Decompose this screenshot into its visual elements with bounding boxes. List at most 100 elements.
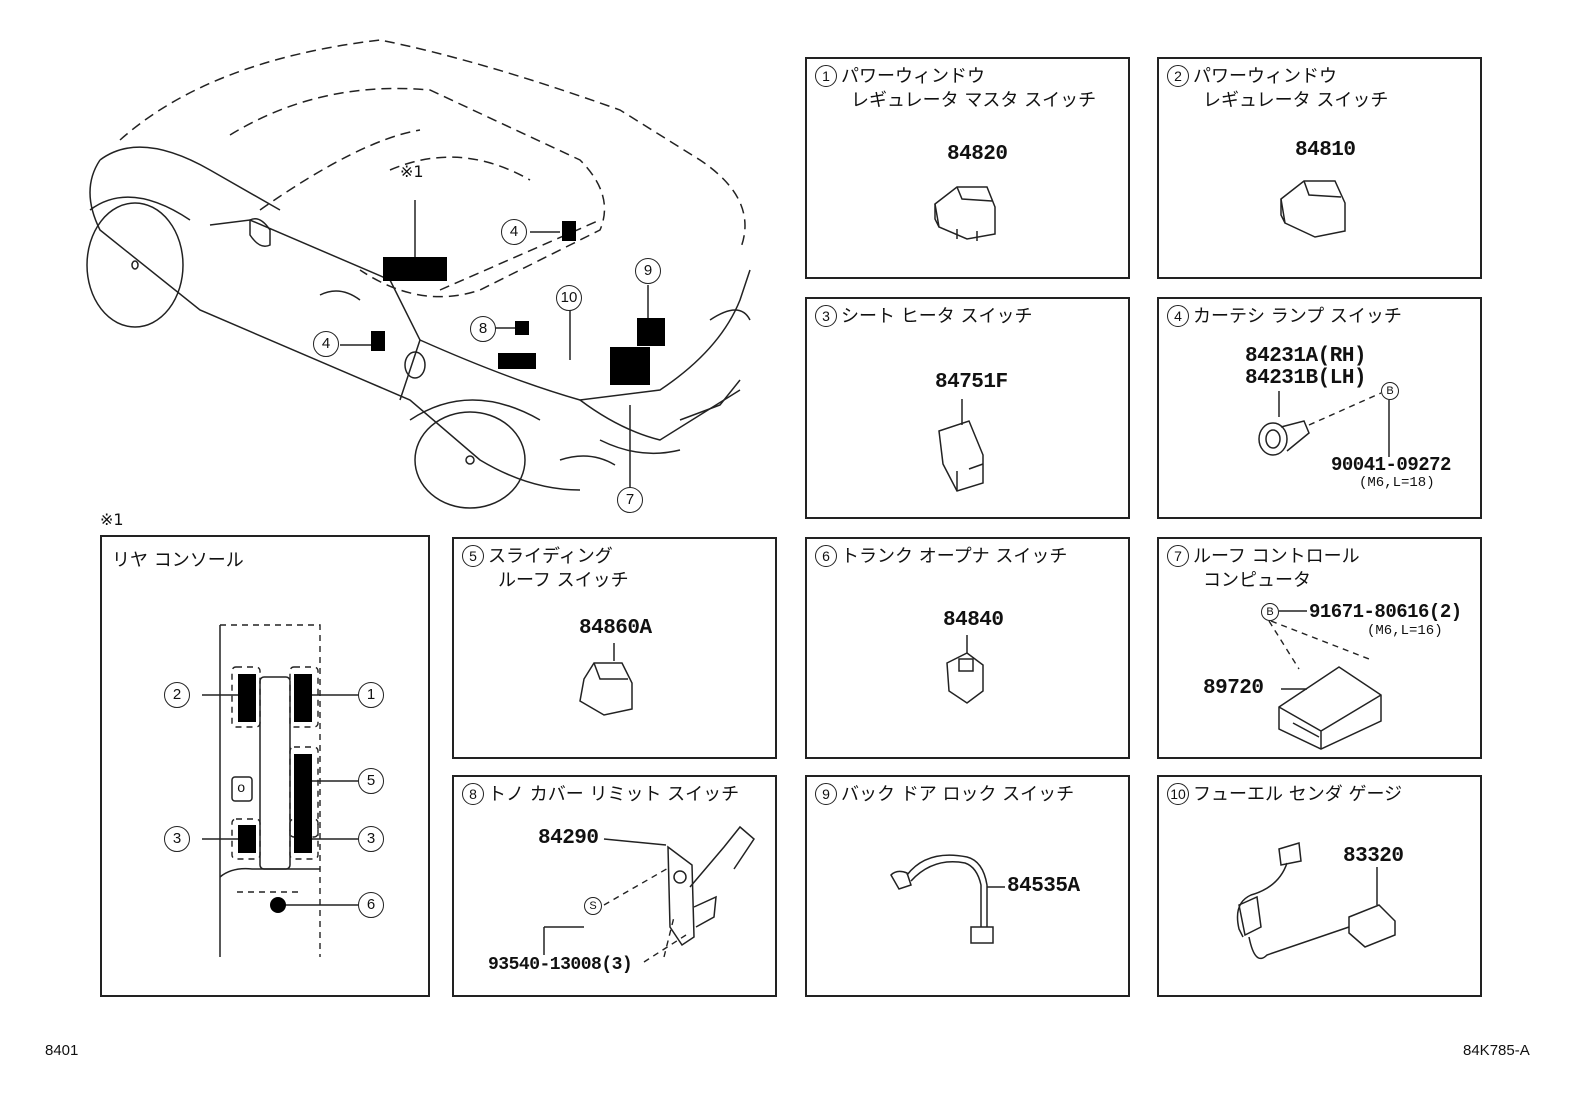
title-line-1: トノ カバー リミット スイッチ [488,784,740,805]
switch-illustration [890,854,1005,944]
title-line-1: ルーフ コントロール [1193,546,1360,567]
panel-number: 10 [1167,783,1189,805]
ref-circle-s: S [584,897,602,915]
callout-4-left: 4 [313,331,339,357]
part-number: 83320 [1343,845,1404,868]
panel-number: 2 [1167,65,1189,87]
console-small-label: o [237,781,246,797]
title-line-1: シート ヒータ スイッチ [841,306,1033,327]
part-number-rh: 84231A(RH) [1245,345,1367,368]
location-marker [637,318,665,346]
switch-illustration [938,399,984,492]
panel-number: 4 [1167,305,1189,327]
switch-1-marker [294,674,312,722]
panel-number: 8 [462,783,484,805]
part-number: 84820 [947,143,1008,166]
title-line-2: ルーフ スイッチ [498,570,629,591]
console-callout-5: 5 [358,768,384,794]
title-line-1: パワーウィンドウ [1193,66,1337,87]
bolt-spec: (M6,L=18) [1359,475,1435,491]
part-number: 84535A [1007,875,1080,898]
switch-illustration [934,186,996,241]
console-callout-3-left: 3 [164,826,190,852]
panel-number: 5 [462,545,484,567]
switch-3-left-marker [238,825,256,853]
switch-6-marker [270,897,286,913]
car-overview: ※1 4 4 8 10 9 7 [60,20,780,520]
title-line-1: パワーウィンドウ [841,66,985,87]
callout-10: 10 [556,285,582,311]
title-line-1: トランク オープナ スイッチ [841,546,1068,567]
part-number: 89720 [1203,677,1264,700]
switch-illustration [579,643,633,716]
bolt-number: 91671-80616(2) [1309,601,1462,623]
switch-illustration [543,825,755,963]
part-number: 84840 [943,609,1004,632]
panel-number: 1 [815,65,837,87]
rear-console-panel: リヤ コンソール o 2 1 5 3 3 6 [100,535,430,997]
callout-4-right: 4 [501,219,527,245]
location-marker [383,257,447,281]
panel-number: 7 [1167,545,1189,567]
title-line-1: バック ドア ロック スイッチ [841,784,1075,805]
title-line-2: レギュレータ スイッチ [1203,90,1389,111]
switch-illustration [1258,391,1390,457]
title-line-2: レギュレータ マスタ スイッチ [851,90,1097,111]
part-number: 84751F [935,371,1008,394]
switch-illustration [946,635,984,704]
ref-circle-b: B [1261,603,1279,621]
title-line-1: フューエル センダ ゲージ [1193,784,1403,805]
panel-number: 6 [815,545,837,567]
callout-8: 8 [470,316,496,342]
callout-9: 9 [635,258,661,284]
console-callout-6: 6 [358,892,384,918]
switch-3-right-marker [294,825,312,853]
callout-7: 7 [617,487,643,513]
bolt-spec: (M6,L=16) [1367,623,1443,639]
part-number: 84860A [579,617,652,640]
console-callout-3-right: 3 [358,826,384,852]
panel-title: リヤ コンソール [112,550,244,571]
panel-number: 9 [815,783,837,805]
footer-right-code: 84K785-A [1463,1042,1530,1059]
title-line-1: スライディング [488,546,613,567]
title-line-1: カーテシ ランプ スイッチ [1193,306,1402,327]
title-line-2: コンピュータ [1203,570,1311,591]
switch-5-marker [294,754,312,830]
footer-left-code: 8401 [45,1042,79,1059]
switch-illustration [1280,180,1346,238]
car-note-mark: ※1 [400,162,424,181]
screw-number: 93540-13008(3) [488,955,633,975]
location-marker [515,321,529,335]
bolt-number: 90041-09272 [1331,454,1451,476]
console-callout-2: 2 [164,682,190,708]
gauge-illustration [1236,842,1396,960]
location-marker [610,347,650,385]
panel-number: 3 [815,305,837,327]
ref-circle-b: B [1381,382,1399,400]
console-drawing [202,624,358,957]
car-outline [86,39,751,509]
computer-illustration [1268,610,1382,750]
part-number: 84290 [538,827,599,850]
console-note-mark: ※1 [100,510,124,529]
